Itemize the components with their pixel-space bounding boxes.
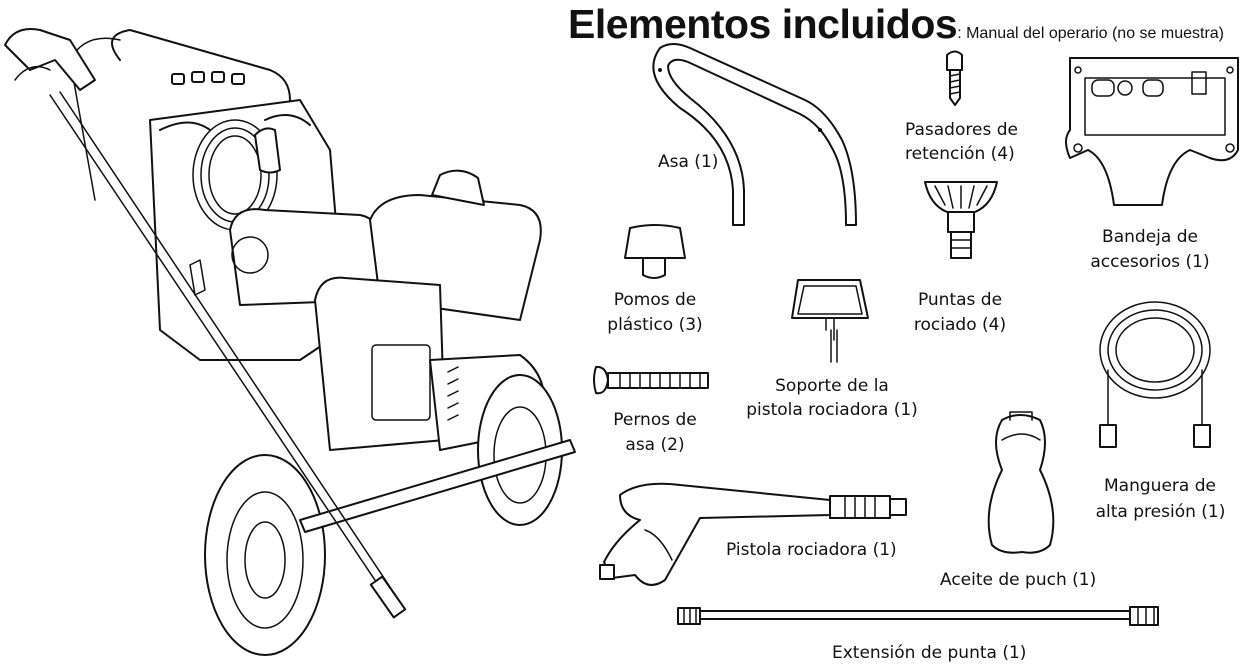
label-asa: Asa (1)	[658, 152, 719, 172]
label-pomos-line2: plástico (3)	[607, 315, 703, 335]
spray-gun-holder-image	[791, 279, 869, 363]
label-pasadores-line2: retención (4)	[905, 144, 1015, 164]
handle-bolt-image	[593, 365, 709, 395]
label-puntas-line1: Puntas de	[917, 290, 1003, 310]
label-manguera-line2: alta presión (1)	[1095, 502, 1226, 522]
wheel-left	[204, 454, 326, 656]
label-soporte-line2: pistola rociadora (1)	[746, 400, 918, 420]
label-bandeja-line1: Bandeja de	[1102, 227, 1198, 247]
accessory-tray-image	[1065, 57, 1239, 206]
label-extension: Extensión de punta (1)	[832, 643, 1027, 663]
label-manguera-line1: Manguera de	[1104, 476, 1216, 496]
label-pomos-line1: Pomos de	[613, 290, 697, 310]
label-pernos-line1: Pernos de	[613, 410, 697, 430]
label-puntas-line2: rociado (4)	[913, 315, 1007, 335]
high-pressure-hose-image	[1099, 301, 1211, 448]
page-title: Elementos incluidos: Manual del operario…	[568, 2, 1224, 56]
retention-pin-image	[946, 50, 963, 106]
label-soporte-line1: Soporte de la	[775, 376, 889, 396]
label-pernos-line2: asa (2)	[625, 435, 685, 455]
extension-wand-image	[677, 606, 1159, 626]
label-pistola: Pistola rociadora (1)	[726, 540, 897, 560]
spray-gun-image	[599, 482, 907, 586]
handle-image	[652, 43, 857, 226]
title-main: Elementos incluidos	[568, 1, 958, 47]
label-aceite: Aceite de puch (1)	[940, 570, 1097, 590]
title-subtitle: : Manual del operario (no se muestra)	[957, 25, 1224, 42]
pressure-washer-image	[4, 28, 576, 656]
label-pasadores-line1: Pasadores de	[905, 120, 1018, 140]
label-bandeja-line2: accesorios (1)	[1090, 252, 1210, 272]
spray-tip-image	[924, 181, 998, 259]
oil-bottle-image	[987, 411, 1055, 554]
plastic-knob-image	[624, 224, 686, 279]
